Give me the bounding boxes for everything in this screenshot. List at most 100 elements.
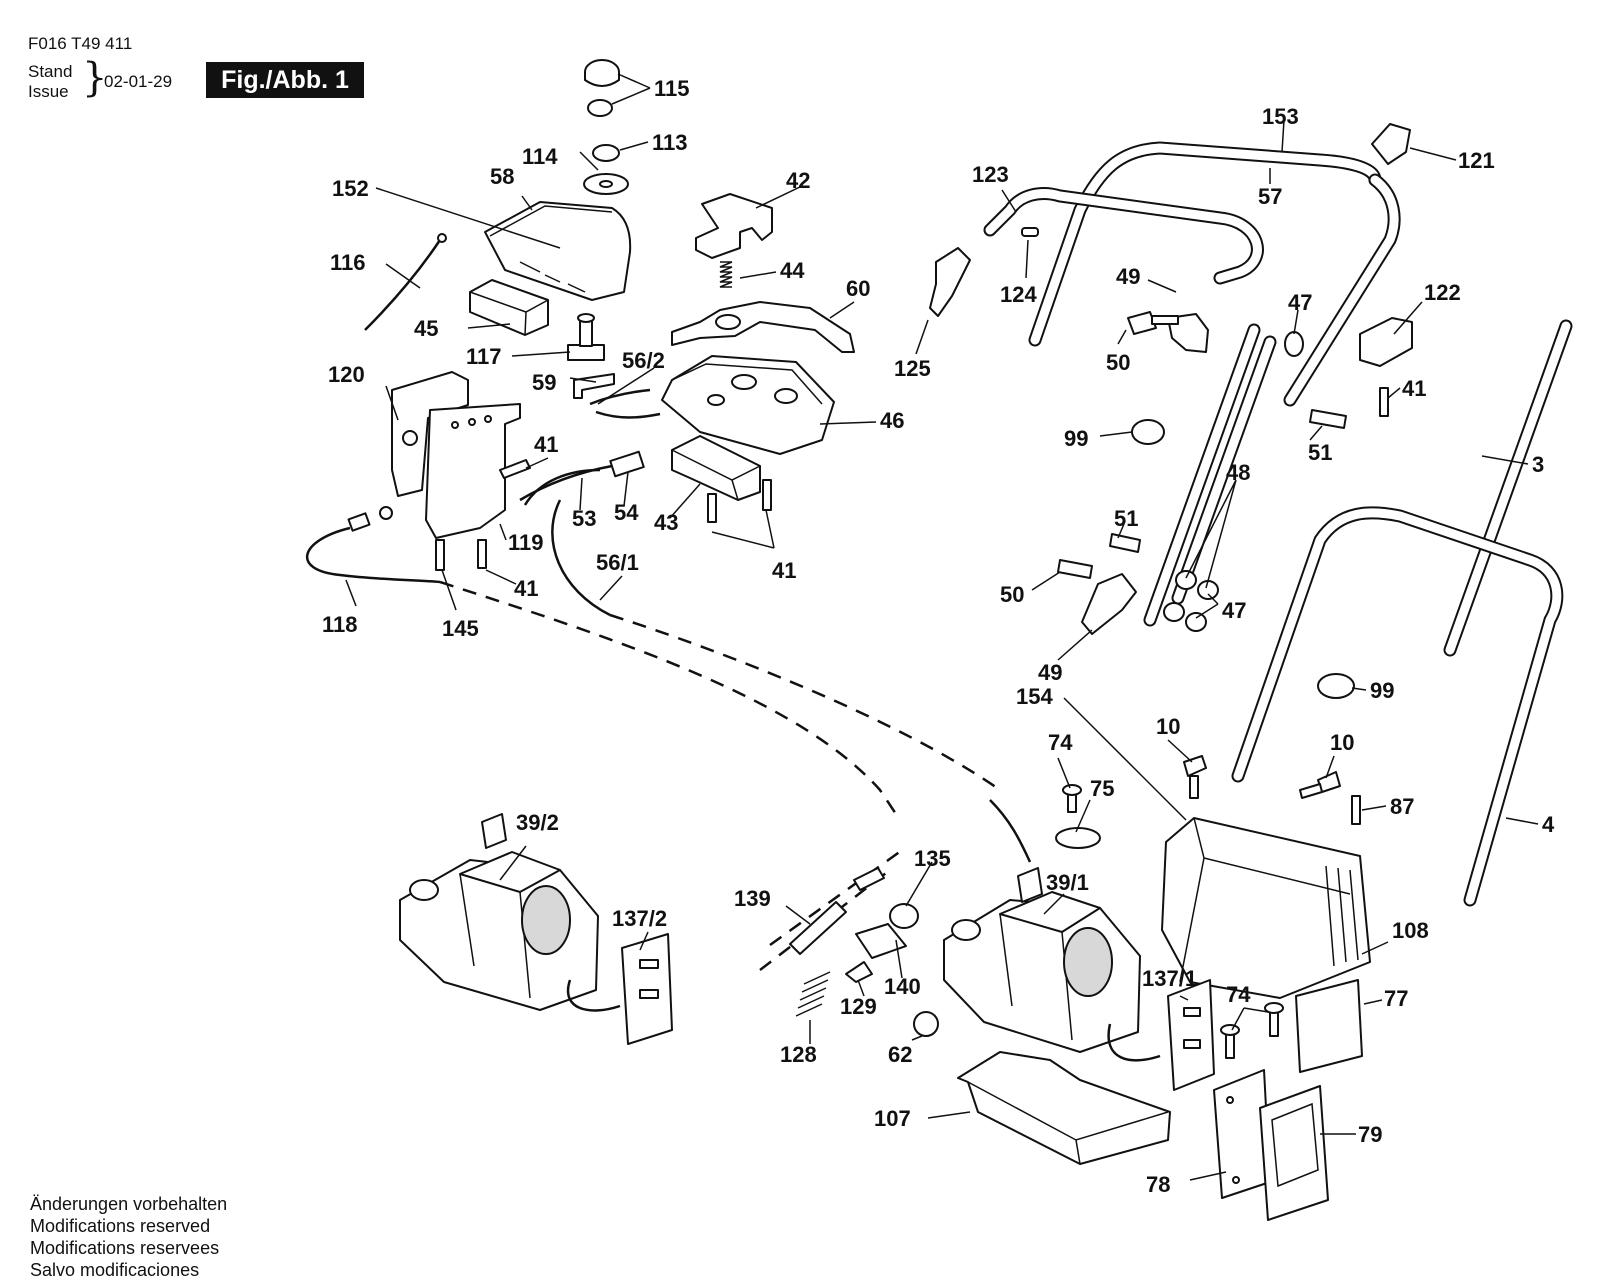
label-41-a: 41 <box>534 432 558 457</box>
label-56-2: 56/2 <box>622 348 665 373</box>
label-114: 114 <box>522 144 558 169</box>
label-10-a: 10 <box>1156 714 1180 739</box>
part-99-clip-lower <box>1317 673 1355 699</box>
label-139: 139 <box>734 886 771 911</box>
label-137-1: 137/1 <box>1142 966 1197 991</box>
part-122-clip <box>1359 317 1413 367</box>
part-115 <box>584 59 620 117</box>
part-39-1-motor <box>943 867 1161 1062</box>
part-135-nut <box>889 903 919 929</box>
part-74-screw-lower <box>1220 1002 1284 1059</box>
part-79-frame <box>1259 1085 1329 1221</box>
part-137-2-board <box>621 933 673 1045</box>
part-113-114 <box>583 144 629 195</box>
footer-line-fr: Modifications reservees <box>30 1238 220 1258</box>
part-116-tie <box>364 233 447 331</box>
part-118-cable <box>306 506 441 584</box>
label-135: 135 <box>914 846 951 871</box>
footer-notice: Änderungen vorbehalten Modifications res… <box>30 1193 227 1281</box>
label-154: 154 <box>1016 684 1053 709</box>
part-58-cover <box>484 201 632 301</box>
label-121: 121 <box>1458 148 1495 173</box>
label-56-1: 56/1 <box>596 550 639 575</box>
part-140-plate <box>855 923 907 959</box>
part-139-bolt <box>789 867 885 955</box>
label-48: 48 <box>1226 460 1250 485</box>
label-60: 60 <box>846 276 870 301</box>
leader-lines <box>345 73 1539 1181</box>
label-39-1: 39/1 <box>1046 870 1089 895</box>
part-59-clip <box>573 373 615 399</box>
part-77-flap <box>1295 979 1363 1073</box>
label-51-a: 51 <box>1308 440 1332 465</box>
label-75: 75 <box>1090 776 1114 801</box>
label-44: 44 <box>780 258 805 283</box>
label-62: 62 <box>888 1042 912 1067</box>
part-60-trigger <box>671 301 855 353</box>
brace-glyph: } <box>82 55 108 101</box>
part-123-bail <box>983 187 1264 285</box>
label-3: 3 <box>1532 452 1544 477</box>
part-45-switch <box>469 279 549 336</box>
label-129: 129 <box>840 994 877 1019</box>
label-113: 113 <box>652 130 688 155</box>
part-49-50-upper-clamp <box>1127 311 1209 353</box>
part-121-cap <box>1371 123 1411 165</box>
part-108-hood <box>1161 817 1371 999</box>
drawing-number: F016 T49 411 <box>28 34 133 53</box>
label-47-b: 47 <box>1222 598 1246 623</box>
label-43: 43 <box>654 510 678 535</box>
part-107-base <box>957 1051 1171 1165</box>
part-129-clip <box>845 961 873 983</box>
part-10-screws <box>1183 755 1341 799</box>
label-10-b: 10 <box>1330 730 1354 755</box>
issue-date: 02-01-29 <box>104 72 173 91</box>
part-99-clip-upper <box>1131 419 1165 445</box>
part-119-plate <box>425 403 521 539</box>
label-50-a: 50 <box>1106 350 1130 375</box>
label-41-c: 41 <box>514 576 538 601</box>
part-4-lower-handle <box>1231 506 1564 907</box>
label-39-2: 39/2 <box>516 810 559 835</box>
part-44-spring <box>719 261 733 288</box>
label-4: 4 <box>1542 812 1555 837</box>
part-43-clamp <box>671 435 761 501</box>
label-87: 87 <box>1390 794 1414 819</box>
part-120-bracket <box>391 371 469 497</box>
label-54: 54 <box>614 500 639 525</box>
label-152: 152 <box>332 176 369 201</box>
part-137-1-board <box>1167 979 1215 1091</box>
label-125: 125 <box>894 356 931 381</box>
label-107: 107 <box>874 1106 911 1131</box>
label-119: 119 <box>508 530 544 555</box>
label-57: 57 <box>1258 184 1282 209</box>
stand-issue-label: Stand Issue <box>28 62 72 102</box>
part-62-nut <box>913 1011 939 1037</box>
label-49-a: 49 <box>1116 264 1140 289</box>
label-115: 115 <box>654 76 690 101</box>
label-108: 108 <box>1392 918 1429 943</box>
label-120: 120 <box>328 362 365 387</box>
label-51-b: 51 <box>1114 506 1138 531</box>
part-153-upper-handle <box>1028 141 1401 407</box>
label-74-a: 74 <box>1048 730 1073 755</box>
label-137-2: 137/2 <box>612 906 667 931</box>
label-53: 53 <box>572 506 596 531</box>
label-50-b: 50 <box>1000 582 1024 607</box>
part-128-spring <box>795 971 831 1017</box>
label-117: 117 <box>466 344 502 369</box>
label-47-a: 47 <box>1288 290 1312 315</box>
issue-label: Issue <box>28 82 69 101</box>
label-99-b: 99 <box>1370 678 1394 703</box>
label-77: 77 <box>1384 986 1408 1011</box>
figure-badge: Fig./Abb. 1 <box>206 62 364 98</box>
label-59: 59 <box>532 370 556 395</box>
part-42-lever <box>695 193 773 259</box>
label-58: 58 <box>490 164 514 189</box>
part-3-handle-bar <box>1443 319 1573 657</box>
footer-line-en: Modifications reserved <box>30 1216 211 1236</box>
part-47-nut-upper <box>1284 331 1304 357</box>
label-45: 45 <box>414 316 438 341</box>
label-140: 140 <box>884 974 921 999</box>
